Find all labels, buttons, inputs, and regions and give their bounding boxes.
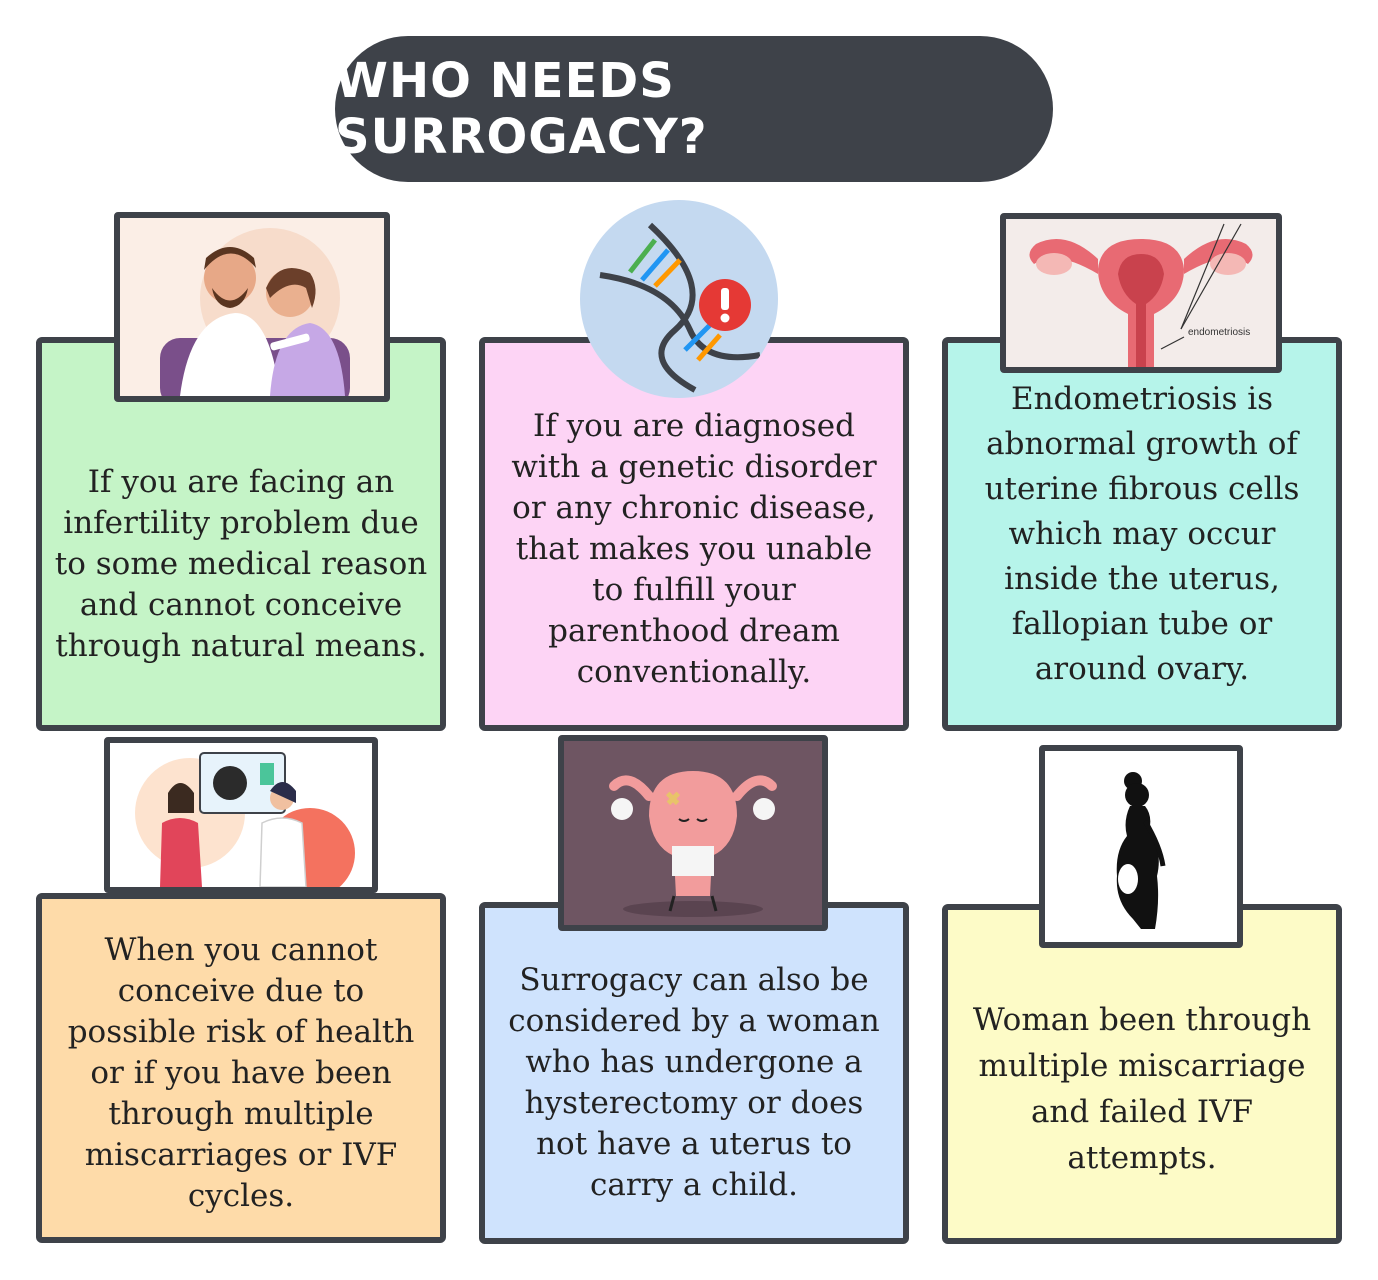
- sad-couple-icon: [114, 212, 390, 402]
- card-miscarriage: Woman been through multiple miscarriage …: [942, 904, 1342, 1244]
- card-hysterectomy-text: Surrogacy can also be considered by a wo…: [508, 962, 880, 1203]
- card-health-risk: When you cannot conceive due to possible…: [36, 893, 446, 1243]
- dna-warning-icon: [580, 200, 778, 398]
- injured-uterus-icon: [558, 735, 828, 931]
- card-endometriosis-text: Endometriosis is abnormal growth of uter…: [984, 381, 1300, 687]
- pregnant-silhouette-icon: [1039, 745, 1243, 948]
- card-miscarriage-text: Woman been through multiple miscarriage …: [972, 1002, 1312, 1176]
- uterus-diagram-icon: endometriosis: [1000, 213, 1282, 373]
- ultrasound-doctor-icon: [104, 737, 378, 893]
- card-genetic-text: If you are diagnosed with a genetic diso…: [511, 407, 877, 690]
- card-infertility: If you are facing an infertility problem…: [36, 337, 446, 731]
- page-title-text: WHO NEEDS SURROGACY?: [335, 53, 708, 165]
- card-endometriosis: Endometriosis is abnormal growth of uter…: [942, 337, 1342, 731]
- endometriosis-label: endometriosis: [1188, 327, 1250, 338]
- card-hysterectomy: Surrogacy can also be considered by a wo…: [479, 902, 909, 1244]
- card-infertility-text: If you are facing an infertility problem…: [54, 463, 428, 664]
- card-health-risk-text: When you cannot conceive due to possible…: [67, 931, 415, 1214]
- page-title: WHO NEEDS SURROGACY?: [335, 36, 1053, 182]
- card-genetic: If you are diagnosed with a genetic diso…: [479, 337, 909, 731]
